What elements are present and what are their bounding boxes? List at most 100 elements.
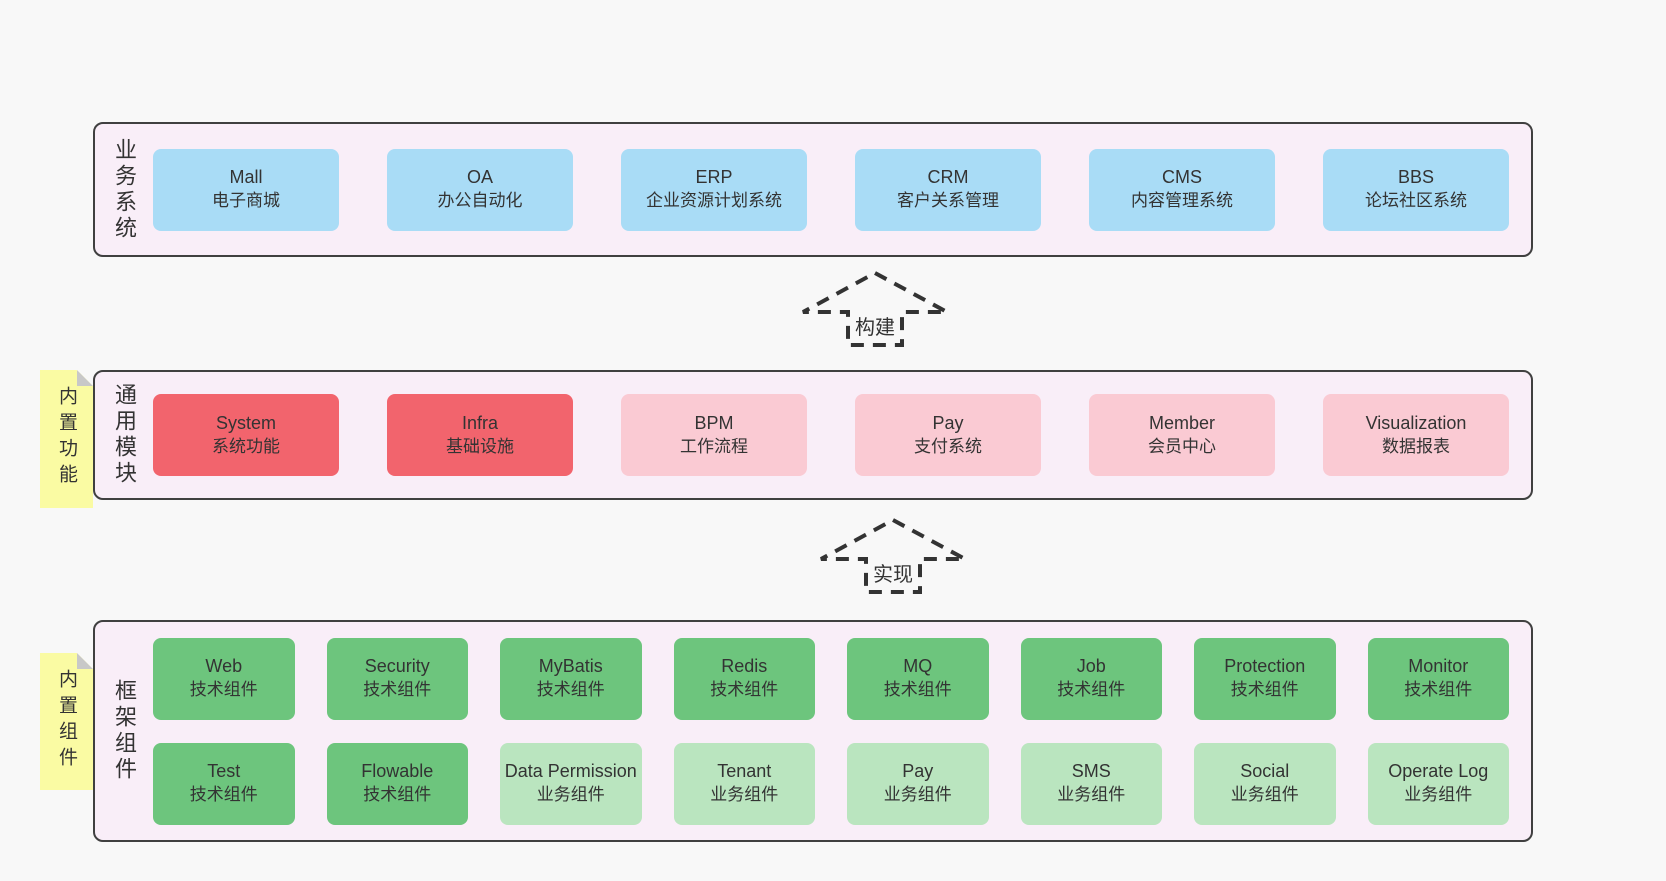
box-infra: Infra 基础设施 [387, 394, 573, 476]
box-pay-component: Pay 业务组件 [847, 742, 989, 825]
up-arrow-icon [802, 270, 948, 347]
box-title: OA [466, 167, 493, 188]
folded-corner-icon [77, 653, 93, 669]
box-subtitle: 业务组件 [883, 785, 952, 805]
box-mall: Mall 电子商城 [153, 148, 339, 231]
box-title: Operate Log [1388, 761, 1489, 782]
sticky-note-builtin-features: 内置功能 [40, 370, 93, 508]
box-title: BBS [1397, 167, 1435, 188]
box-subtitle: 技术组件 [1404, 680, 1473, 700]
box-oa: OA 办公自动化 [387, 148, 573, 231]
box-mq: MQ 技术组件 [847, 637, 989, 720]
box-title: Infra [461, 412, 499, 433]
box-flowable: Flowable 技术组件 [326, 742, 468, 825]
box-crm: CRM 客户关系管理 [855, 148, 1041, 231]
box-title: Mall [229, 167, 263, 188]
box-subtitle: 电子商城 [212, 191, 280, 211]
component-boxes: Web 技术组件 Security 技术组件 MyBatis 技术组件 Redi… [153, 622, 1531, 840]
box-subtitle: 基础设施 [446, 436, 514, 456]
box-subtitle: 技术组件 [883, 680, 952, 700]
box-subtitle: 技术组件 [536, 680, 605, 700]
box-title: BPM [694, 412, 734, 433]
layer-business-systems: 业务系统 Mall 电子商城 OA 办公自动化 ERP 企业资源计划系统 CRM… [93, 122, 1533, 257]
box-subtitle: 会员中心 [1148, 436, 1216, 456]
box-subtitle: 技术组件 [363, 785, 432, 805]
box-subtitle: 内容管理系统 [1131, 191, 1233, 211]
box-title: Social [1240, 761, 1290, 782]
box-subtitle: 业务组件 [536, 785, 605, 805]
box-title: Pay [902, 761, 934, 782]
box-operate-log: Operate Log 业务组件 [1367, 742, 1509, 825]
box-system: System 系统功能 [153, 394, 339, 476]
box-title: Pay [932, 412, 964, 433]
box-pay-module: Pay 支付系统 [855, 394, 1041, 476]
box-title: MyBatis [538, 656, 603, 677]
box-title: Redis [721, 656, 768, 677]
box-title: CMS [1162, 167, 1202, 188]
component-row-1: Web 技术组件 Security 技术组件 MyBatis 技术组件 Redi… [153, 637, 1509, 720]
box-subtitle: 技术组件 [189, 680, 258, 700]
box-member: Member 会员中心 [1089, 394, 1275, 476]
box-title: MQ [903, 656, 933, 677]
box-subtitle: 支付系统 [914, 436, 982, 456]
box-redis: Redis 技术组件 [673, 637, 815, 720]
box-title: Data Permission [504, 761, 637, 782]
box-subtitle: 企业资源计划系统 [646, 191, 782, 211]
box-subtitle: 数据报表 [1382, 436, 1450, 456]
box-subtitle: 业务组件 [1057, 785, 1126, 805]
sticky-note-builtin-components: 内置组件 [40, 653, 93, 790]
box-security: Security 技术组件 [326, 637, 468, 720]
box-web: Web 技术组件 [153, 637, 295, 720]
arrow-build-label: 构建 [855, 317, 895, 339]
up-arrow-icon [820, 517, 966, 594]
box-subtitle: 客户关系管理 [897, 191, 999, 211]
box-tenant: Tenant 业务组件 [673, 742, 815, 825]
box-title: CRM [927, 167, 969, 188]
sticky-note-text: 内置功能 [56, 386, 77, 490]
box-subtitle: 业务组件 [1230, 785, 1299, 805]
box-subtitle: 工作流程 [680, 436, 748, 456]
box-social: Social 业务组件 [1194, 742, 1336, 825]
box-test: Test 技术组件 [153, 742, 295, 825]
layer-label-text: 框架组件 [112, 679, 137, 783]
box-title: Web [205, 656, 243, 677]
box-title: ERP [695, 167, 733, 188]
box-protection: Protection 技术组件 [1194, 637, 1336, 720]
box-title: Member [1148, 412, 1215, 433]
box-title: Test [207, 761, 241, 782]
layer-modules-label: 通用模块 [95, 372, 153, 498]
layer-label-text: 通用模块 [112, 383, 137, 487]
box-title: Visualization [1365, 412, 1467, 433]
box-visualization: Visualization 数据报表 [1323, 394, 1509, 476]
box-title: Tenant [717, 761, 772, 782]
component-row-2: Test 技术组件 Flowable 技术组件 Data Permission … [153, 742, 1509, 825]
module-boxes: System 系统功能 Infra 基础设施 BPM 工作流程 Pay 支付系统… [153, 372, 1531, 498]
box-subtitle: 系统功能 [212, 436, 280, 456]
layer-label-text: 业务系统 [112, 137, 137, 242]
box-subtitle: 技术组件 [363, 680, 432, 700]
box-cms: CMS 内容管理系统 [1089, 148, 1275, 231]
sticky-note-text: 内置组件 [56, 669, 77, 773]
box-subtitle: 技术组件 [1057, 680, 1126, 700]
box-title: SMS [1071, 761, 1111, 782]
box-subtitle: 技术组件 [1230, 680, 1299, 700]
box-title: System [215, 412, 276, 433]
box-subtitle: 业务组件 [710, 785, 779, 805]
box-bbs: BBS 论坛社区系统 [1323, 148, 1509, 231]
box-title: Monitor [1408, 656, 1469, 677]
box-subtitle: 技术组件 [189, 785, 258, 805]
layer-business-label: 业务系统 [95, 124, 153, 255]
box-monitor: Monitor 技术组件 [1367, 637, 1509, 720]
box-subtitle: 论坛社区系统 [1365, 191, 1467, 211]
box-title: Protection [1224, 656, 1306, 677]
box-title: Flowable [361, 761, 434, 782]
box-subtitle: 业务组件 [1404, 785, 1473, 805]
box-title: Job [1076, 656, 1106, 677]
folded-corner-icon [77, 370, 93, 386]
layer-framework-components: 框架组件 Web 技术组件 Security 技术组件 MyBatis 技术组件… [93, 620, 1533, 842]
box-sms: SMS 业务组件 [1020, 742, 1162, 825]
box-data-permission: Data Permission 业务组件 [500, 742, 642, 825]
business-boxes: Mall 电子商城 OA 办公自动化 ERP 企业资源计划系统 CRM 客户关系… [153, 124, 1531, 255]
arrow-implement-label: 实现 [873, 564, 913, 586]
